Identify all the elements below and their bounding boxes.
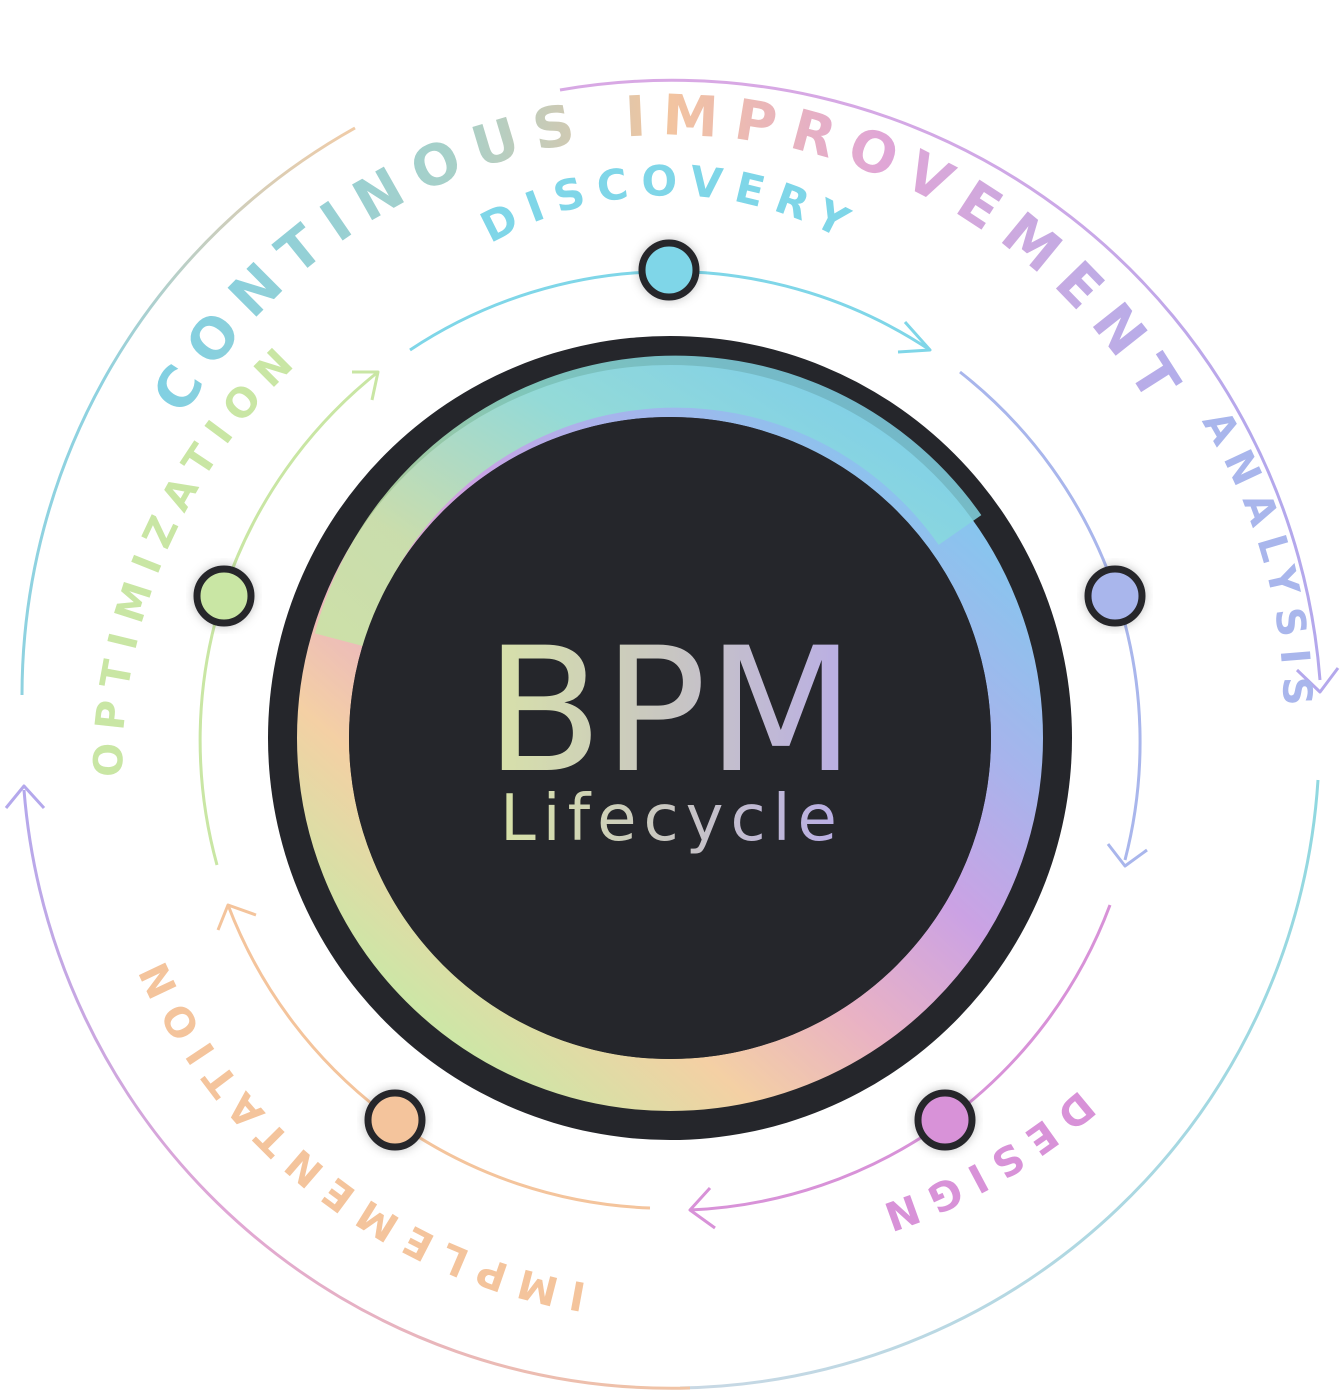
arrowhead-implementation-icon [216, 903, 257, 931]
outer-arc-top-left [20, 126, 356, 696]
outer-arrowhead-right-icon [1295, 667, 1340, 694]
node-optimization[interactable] [193, 565, 255, 627]
center-title: BPM [485, 610, 855, 811]
stage-label-design: DESIGN [867, 1082, 1103, 1243]
node-implementation[interactable] [364, 1089, 426, 1151]
outer-arc-top-right [559, 78, 1322, 681]
center-disc: BPM Lifecycle [268, 336, 1072, 1140]
arrowhead-optimization-icon [352, 370, 380, 401]
arrowhead-discovery-icon [897, 321, 932, 354]
node-analysis[interactable] [1084, 565, 1146, 627]
stage-nodes [193, 239, 1146, 1151]
stage-label-discovery: DISCOVERY [473, 156, 867, 252]
outer-arc-bottom-left [22, 789, 691, 1390]
arrowhead-analysis-icon [1106, 843, 1148, 868]
center-subtitle: Lifecycle [500, 782, 844, 856]
center-disc-inner [349, 417, 991, 1059]
center-gradient-ring-highlight [314, 355, 982, 647]
outer-arrowhead-left-icon [4, 784, 46, 810]
node-design[interactable] [914, 1089, 976, 1151]
outer-arc-bottom-right [679, 779, 1320, 1390]
arrowhead-design-icon [688, 1186, 716, 1230]
node-discovery[interactable] [638, 239, 700, 301]
